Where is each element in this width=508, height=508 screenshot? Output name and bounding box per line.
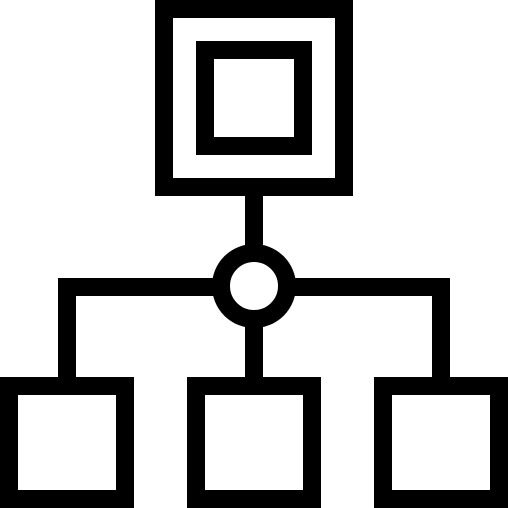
bottom-right-square [374,377,508,508]
bottom-center-square [187,377,321,508]
bottom-left-square [0,377,134,508]
top-outer-square [155,0,353,196]
top-inner-square [196,41,312,155]
hub-node-circle [212,244,296,328]
